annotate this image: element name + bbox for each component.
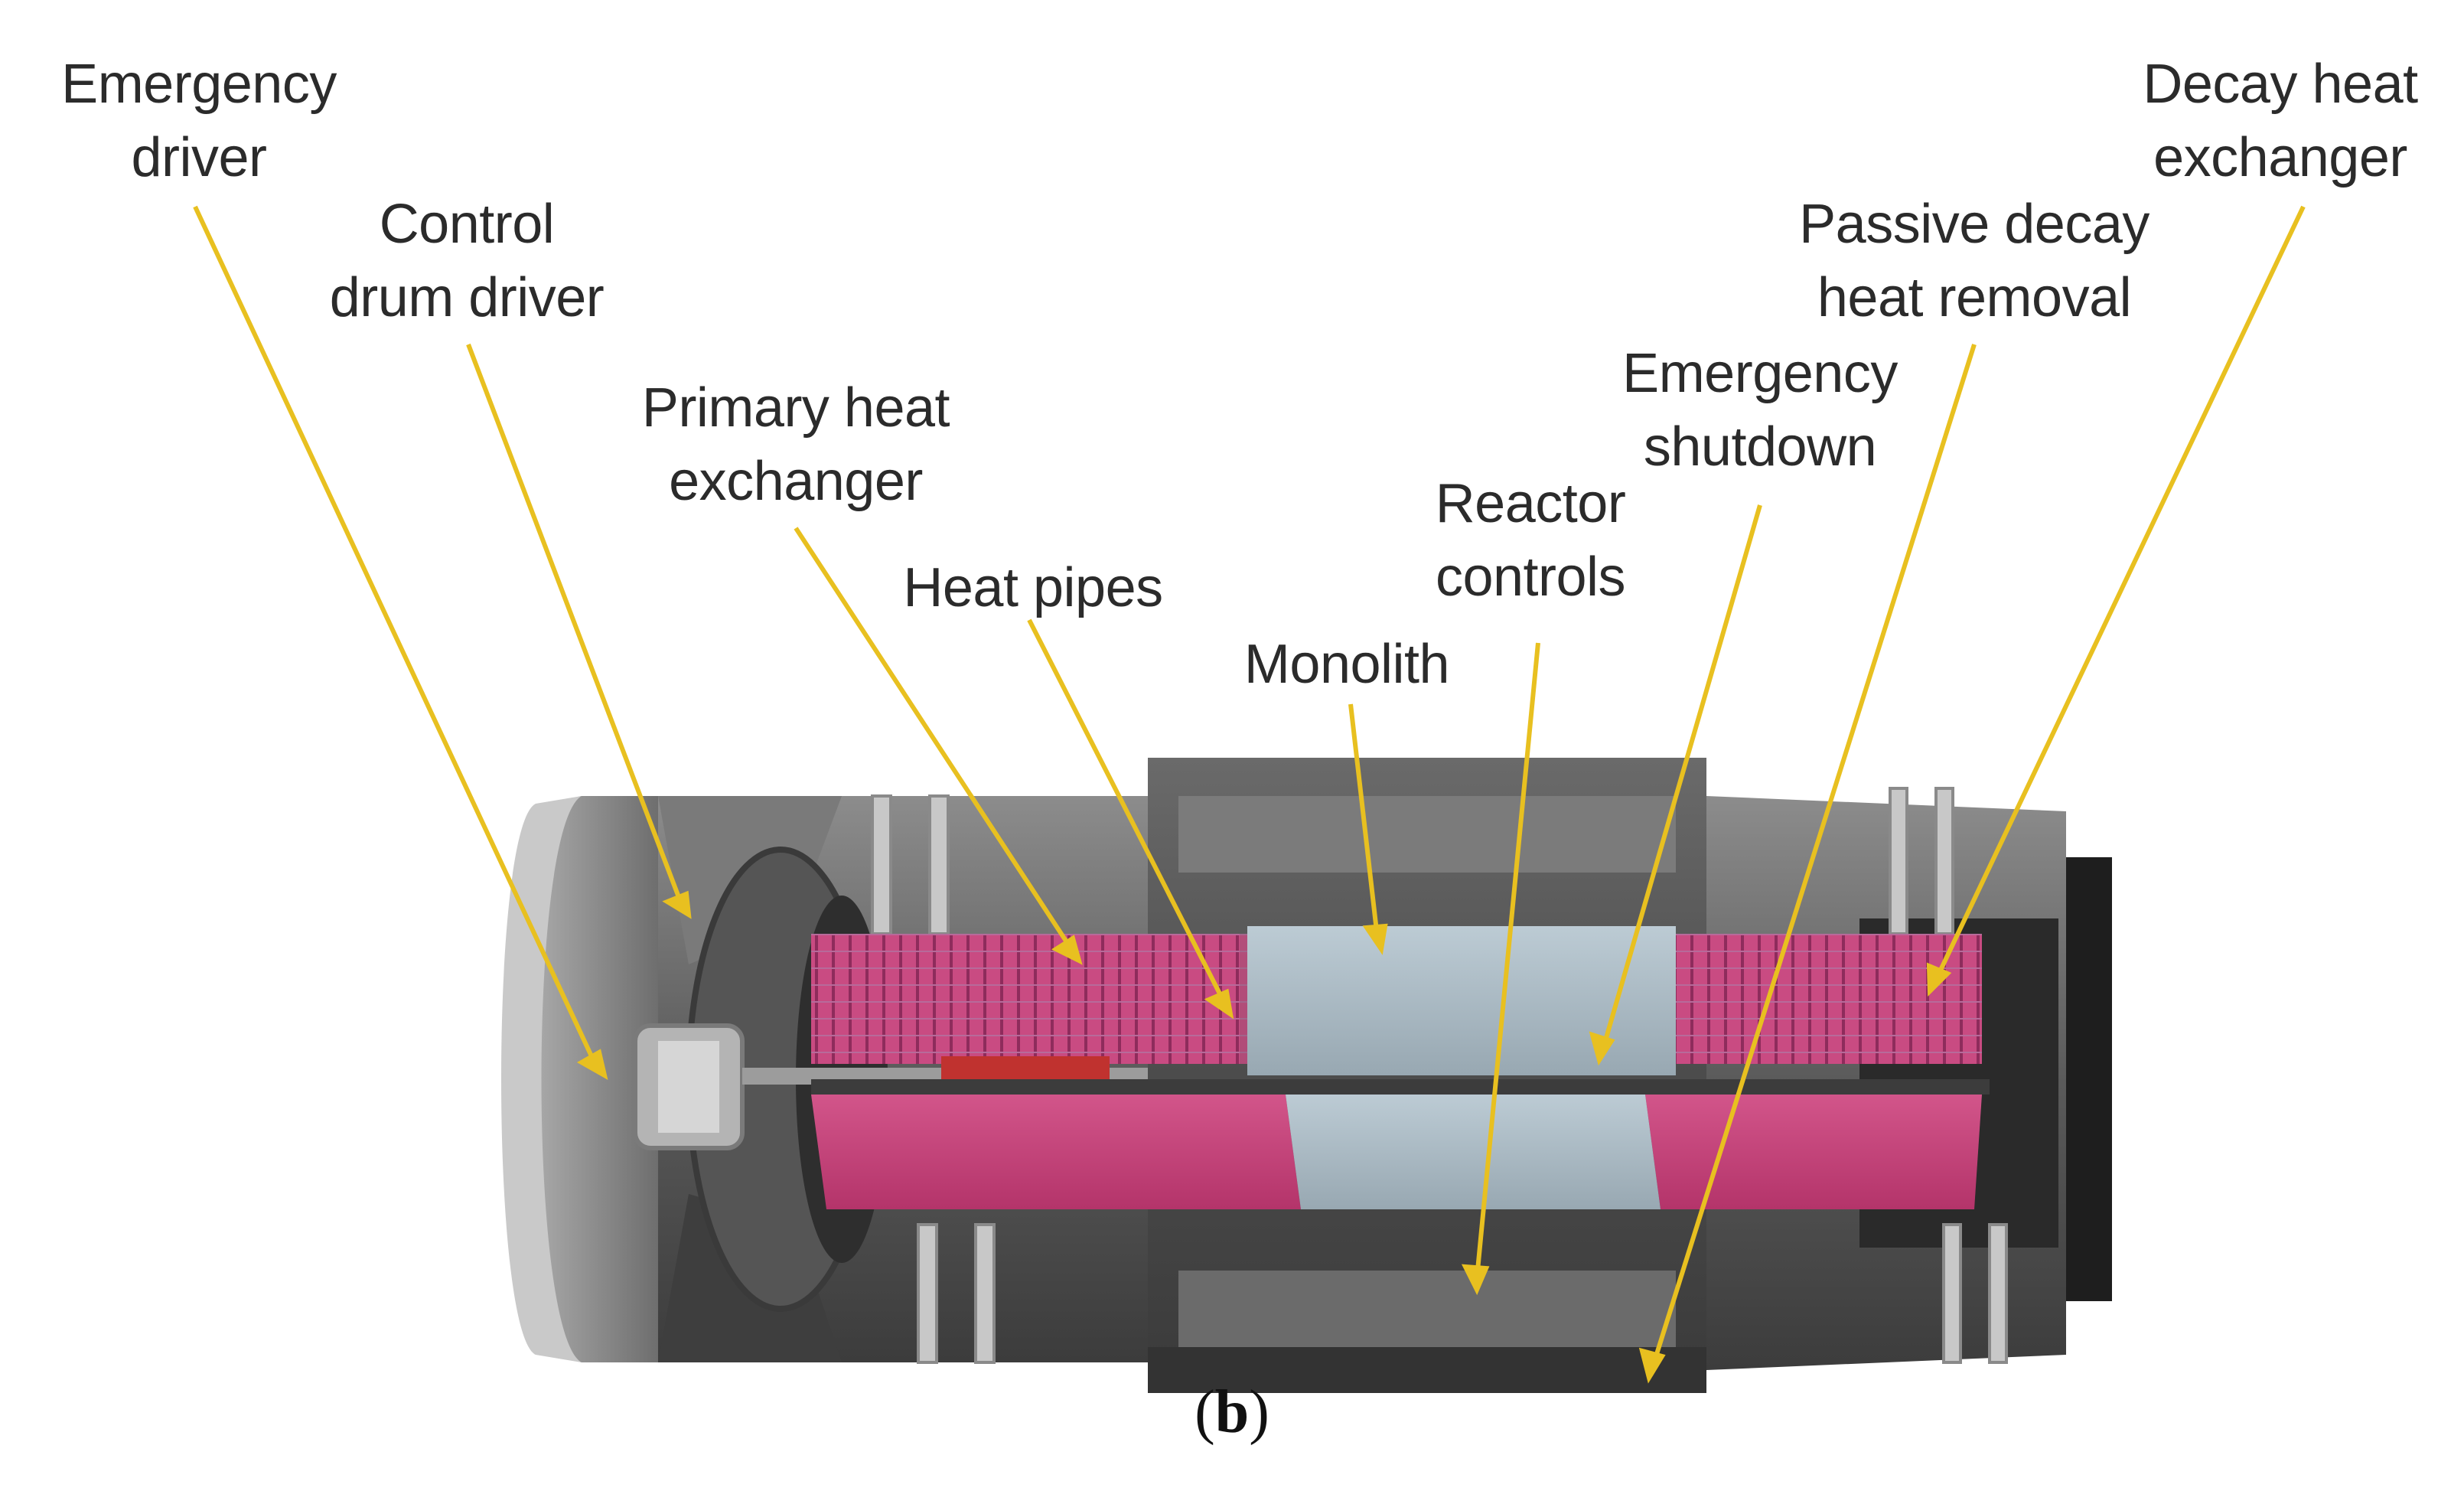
label-line: Passive decay	[1799, 194, 2149, 255]
label-line: Reactor	[1435, 473, 1626, 534]
label-line: exchanger	[2153, 127, 2407, 188]
label-line: Decay heat	[2143, 54, 2418, 115]
label-primary-heat-exchanger: Primary heat exchanger	[612, 371, 979, 518]
right-support-rods	[1889, 787, 2008, 1364]
label-line: exchanger	[669, 451, 923, 512]
label-emergency-driver: Emergency driver	[31, 47, 367, 194]
heat-pipe-sections	[811, 934, 1990, 1209]
label-line: Primary heat	[641, 377, 950, 439]
label-control-drum-driver: Control drum driver	[306, 188, 627, 334]
label-reactor-controls: Reactor controls	[1408, 467, 1653, 614]
label-line: drum driver	[329, 267, 605, 328]
left-end-cap	[501, 796, 658, 1362]
figure-caption: (b)	[1110, 1378, 1354, 1447]
label-line: Monolith	[1243, 634, 1450, 695]
label-line: controls	[1435, 546, 1626, 608]
label-monolith: Monolith	[1217, 628, 1477, 701]
monolith-core	[1247, 926, 1676, 1209]
label-passive-decay-heat-removal: Passive decay heat removal	[1768, 188, 2181, 334]
label-line: shutdown	[1643, 416, 1877, 478]
caption-close-paren: )	[1249, 1378, 1269, 1446]
label-line: Emergency	[61, 54, 337, 115]
leader-lines	[193, 205, 2306, 1384]
label-decay-heat-exchanger: Decay heat exchanger	[2104, 47, 2456, 194]
label-line: heat removal	[1817, 267, 2132, 328]
label-heat-pipes: Heat pipes	[880, 551, 1186, 625]
label-line: Control	[379, 194, 555, 255]
caption-open-paren: (	[1195, 1378, 1215, 1446]
label-emergency-shutdown: Emergency shutdown	[1592, 337, 1928, 484]
left-support-rods	[871, 794, 996, 1364]
label-line: driver	[131, 127, 267, 188]
caption-letter: b	[1214, 1378, 1250, 1446]
label-line: Heat pipes	[903, 557, 1163, 618]
label-line: Emergency	[1622, 343, 1898, 404]
